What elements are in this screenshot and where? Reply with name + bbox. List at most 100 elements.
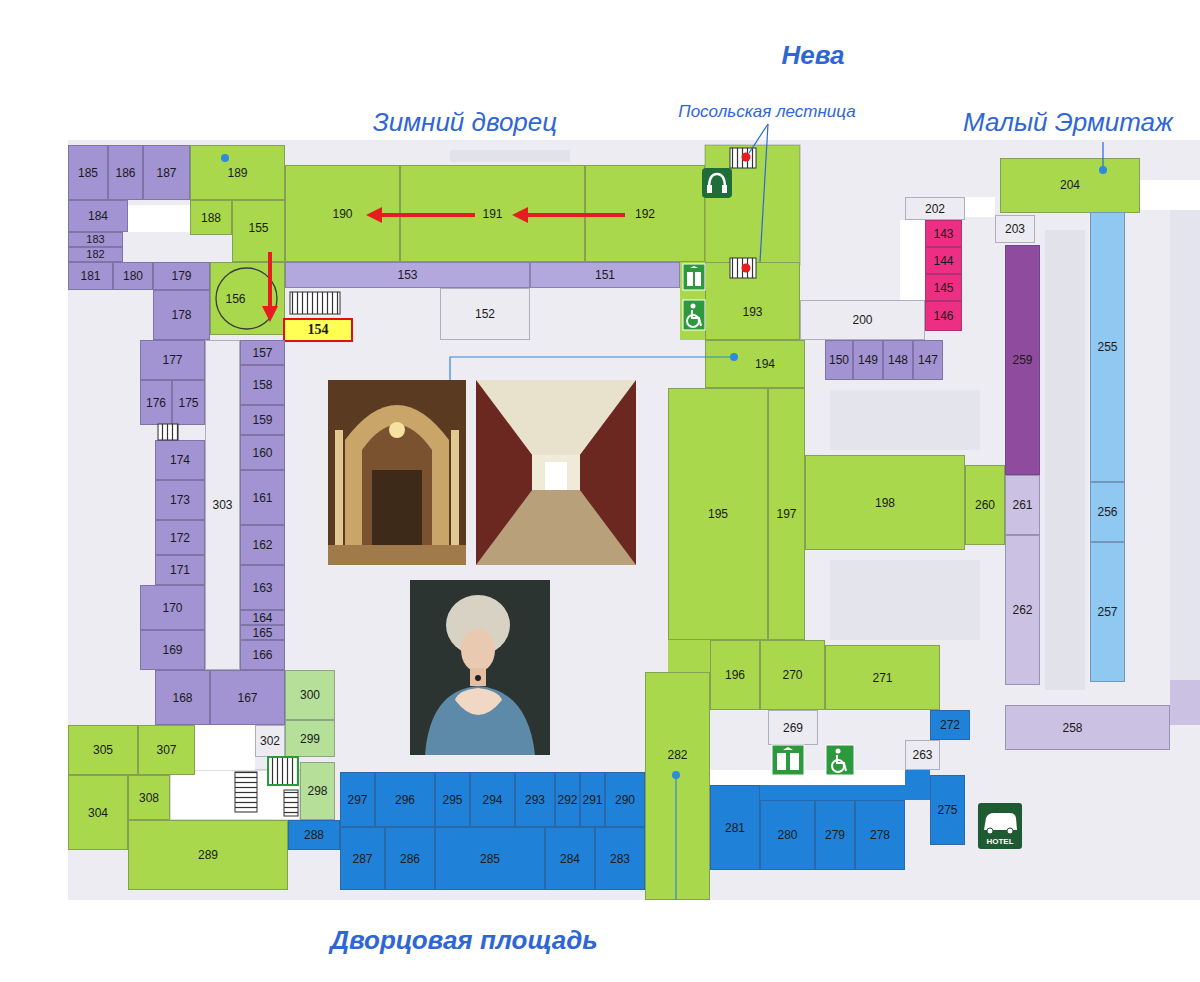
room-number: 289: [198, 849, 218, 861]
room-number: 257: [1097, 606, 1117, 618]
room-box: 200: [800, 300, 925, 340]
room-box: 165: [240, 625, 285, 640]
room-number: 307: [156, 744, 176, 756]
room-box: 300: [285, 670, 335, 720]
room-number: 165: [252, 627, 272, 639]
room-number: 261: [1012, 499, 1032, 511]
room-box: 291: [580, 772, 605, 827]
room-number: 159: [252, 414, 272, 426]
room-box: 173: [155, 480, 205, 520]
room-box: 169: [140, 630, 205, 670]
room-box: 299: [285, 720, 335, 757]
room-number: 271: [872, 672, 892, 684]
room-box: 257: [1090, 542, 1125, 682]
hall-photo: [328, 380, 466, 565]
room-number: 284: [560, 853, 580, 865]
room-box: 198: [805, 455, 965, 550]
room-box: 178: [153, 290, 210, 340]
room-number: 293: [525, 794, 545, 806]
room-number: 177: [162, 354, 182, 366]
room-number: 150: [829, 354, 849, 366]
leader-line: [450, 357, 732, 380]
room-number: 286: [400, 853, 420, 865]
room-box: 182: [68, 247, 123, 262]
room-number: 181: [80, 270, 100, 282]
room-number: 278: [870, 829, 890, 841]
room-box: 143: [925, 220, 962, 247]
room-box: 179: [153, 262, 210, 290]
room-number: 182: [86, 249, 104, 260]
room-number: 299: [300, 733, 320, 745]
room-number: 163: [252, 582, 272, 594]
room-box: 159: [240, 405, 285, 435]
wheelchair-icon: [826, 745, 854, 775]
room-box: 261: [1005, 475, 1040, 535]
room-box: 304: [68, 775, 128, 850]
room-box: 202: [905, 197, 965, 220]
room-box: 193: [705, 262, 800, 340]
place-label: Посольская лестница: [678, 103, 855, 122]
room-number: 202: [925, 203, 945, 215]
room-number: 146: [933, 310, 953, 322]
room-box: 281: [710, 785, 760, 870]
room-number: 178: [171, 309, 191, 321]
room-number: 259: [1012, 354, 1032, 366]
room-number: 195: [708, 508, 728, 520]
stairs-symbol: [730, 148, 756, 168]
room-box: 302: [255, 725, 285, 757]
room-number: 144: [933, 255, 953, 267]
room-number: 203: [1005, 223, 1025, 235]
room-number: 169: [162, 644, 182, 656]
room-number: 185: [78, 167, 98, 179]
room-number: 149: [858, 354, 878, 366]
room-box: 286: [385, 827, 435, 890]
room-box: 289: [128, 820, 288, 890]
room-number: 260: [975, 499, 995, 511]
room-number: 282: [667, 749, 687, 761]
room-box: 180: [113, 262, 153, 290]
room-box: 152: [440, 288, 530, 340]
portrait-painting: [410, 580, 550, 755]
room-box: 186: [108, 145, 143, 200]
room-number: 176: [146, 397, 166, 409]
room-box: 147: [913, 340, 943, 380]
room-number: 172: [170, 532, 190, 544]
room-box: 155: [232, 200, 285, 262]
place-label: Нева: [781, 41, 844, 70]
room-number: 280: [777, 829, 797, 841]
room-number: 200: [852, 314, 872, 326]
room-box: 195: [668, 388, 768, 640]
room-number: 288: [304, 829, 324, 841]
room-number: 155: [248, 222, 268, 234]
room-box: 166: [240, 640, 285, 670]
route-arrow: [268, 252, 272, 318]
room-number: 188: [201, 212, 221, 224]
room-number: 204: [1060, 179, 1080, 191]
wheelchair-icon: [683, 300, 705, 330]
room-box: 258: [1005, 705, 1170, 750]
room-box: 307: [138, 725, 195, 775]
room-box: 256: [1090, 482, 1125, 542]
room-number: 281: [725, 822, 745, 834]
room-number: 154: [308, 323, 329, 337]
room-box: 188: [190, 200, 232, 235]
room-box: 167: [210, 670, 285, 725]
room-box: 259: [1005, 245, 1040, 475]
room-number: 303: [212, 499, 232, 511]
room-box: 284: [545, 827, 595, 890]
room-box: 161: [240, 470, 285, 525]
room-box: 204: [1000, 158, 1140, 213]
audio-guide-icon: [702, 168, 732, 198]
room-number: 148: [888, 354, 908, 366]
room-number: 275: [937, 804, 957, 816]
room-box: 263: [905, 740, 940, 770]
icon-label: HOTEL: [986, 838, 1013, 847]
room-number: 287: [352, 853, 372, 865]
room-number: 272: [940, 719, 960, 731]
room-box: 279: [815, 800, 855, 870]
room-box: 255: [1090, 212, 1125, 482]
room-box: 191: [400, 165, 585, 262]
room-box: 294: [470, 772, 515, 827]
room-number: 298: [307, 785, 327, 797]
